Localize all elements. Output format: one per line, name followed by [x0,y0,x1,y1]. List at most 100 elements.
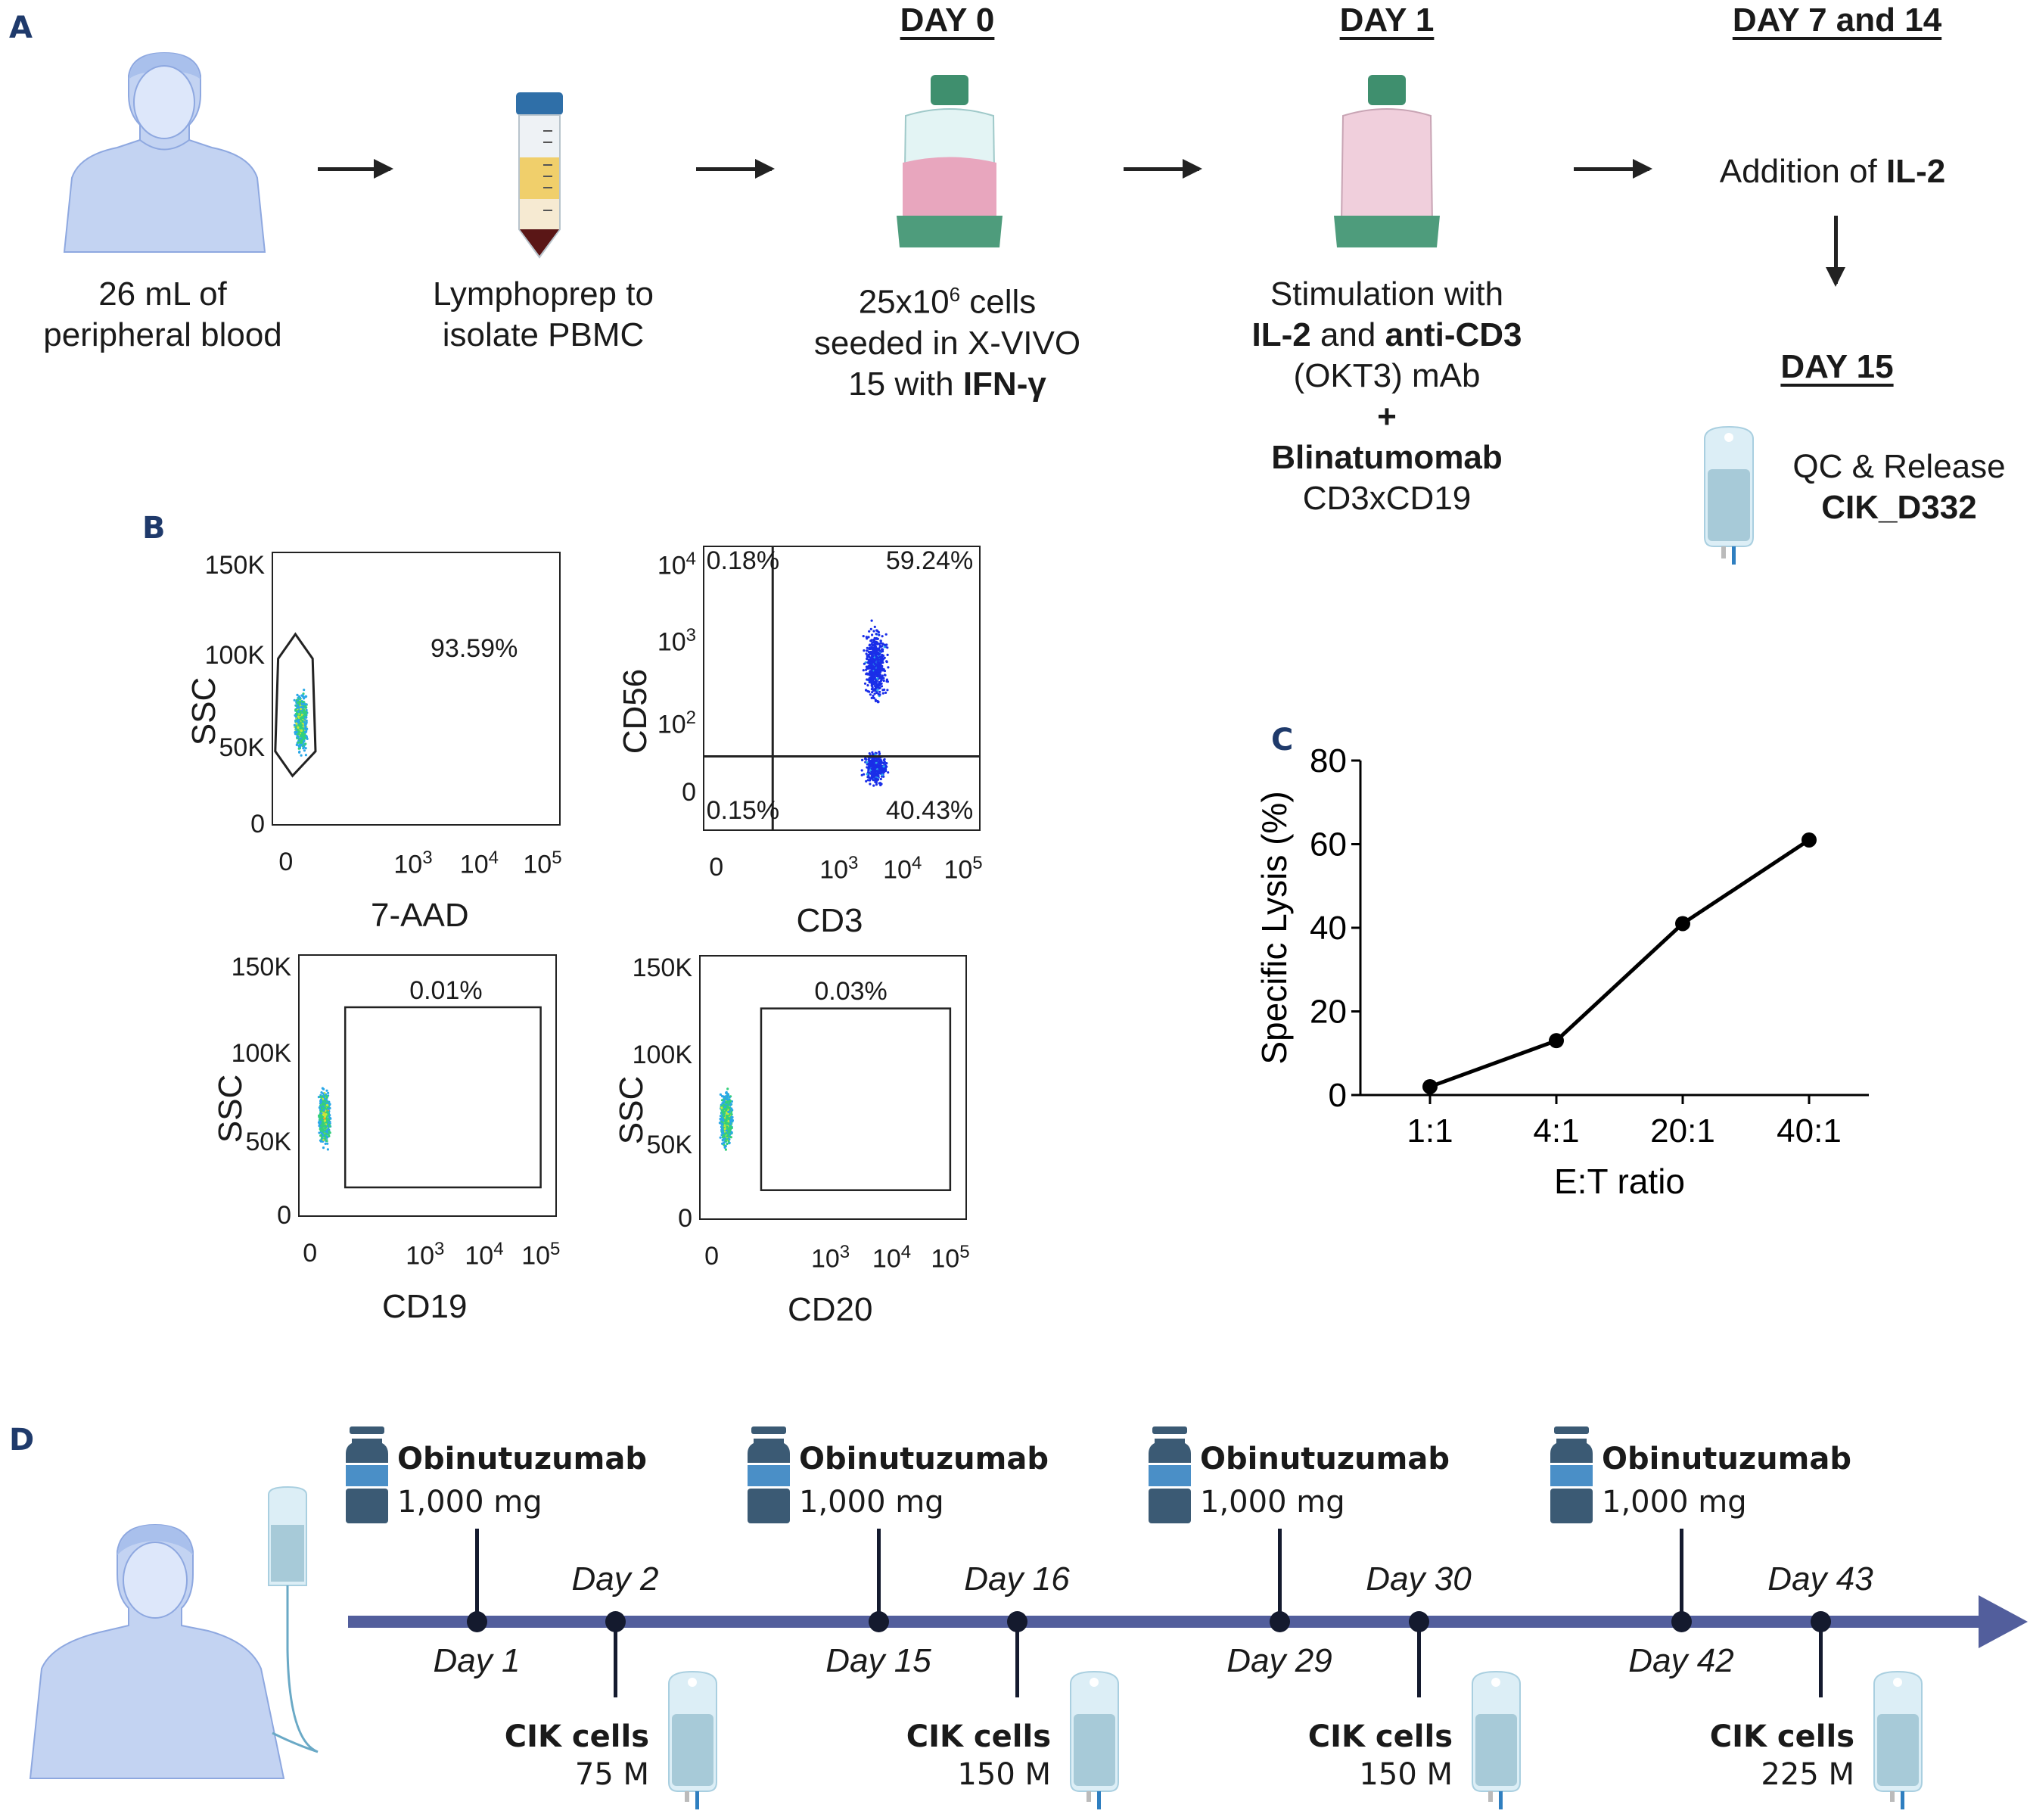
event-dot [729,1100,732,1103]
step-lymphoprep-line-2: isolate PBMC [442,316,645,353]
event-dot [885,660,888,663]
event-dot [863,682,867,685]
x-tick-exponent: 3 [848,853,859,873]
x-tick-exponent: 4 [900,1242,912,1262]
y-tick-label: 150K [205,551,265,580]
event-dot [298,724,301,727]
event-dot [866,773,869,776]
event-dot [303,733,306,736]
event-dot [327,1118,330,1121]
step-day1-line-2: IL-2 and anti-CD3 [1251,315,1522,356]
event-dot [878,649,881,652]
y-tick-label: 100K [232,1039,291,1069]
event-dot [872,779,875,782]
event-dot [869,772,872,775]
event-dot [723,1134,726,1137]
event-dot [319,1121,322,1124]
event-dot [882,775,885,778]
step-lymphoprep-text: Lymphoprep to isolate PBMC [433,274,654,356]
y-axis-label: SSC [185,677,222,746]
event-dot [872,694,875,697]
cik-event-stem [1819,1622,1823,1697]
event-dot [299,696,302,699]
event-dot [881,635,884,638]
event-dot [299,718,303,721]
event-dot [880,768,883,771]
y-tick-base: 150K [204,551,265,580]
event-dot [866,649,869,652]
y-tick-base: 100K [231,1039,291,1069]
event-dot [721,1128,724,1131]
event-dot [871,677,874,680]
event-dot [297,733,300,736]
event-dot [875,652,878,655]
event-dot [879,777,882,781]
event-dot [727,1140,730,1143]
x-axis-label: E:T ratio [1554,1162,1685,1196]
event-dot [887,666,890,669]
event-dot [297,721,300,724]
event-dot [871,753,875,756]
plot-frame [272,552,561,826]
event-dot [300,734,303,737]
event-dot [866,761,869,764]
event-dot [879,669,883,672]
event-dot [874,665,877,668]
step-day0-line-1: 25x106 cells [814,274,1080,323]
day1-anti-cd3: anti-CD3 [1385,316,1522,353]
x-tick-base: 0 [278,848,294,876]
event-dot [874,767,877,770]
event-dot [296,693,299,696]
event-dot [297,701,300,704]
y-tick-base: 100K [204,640,265,670]
panel-label-c: C [1271,723,1294,758]
event-dot [881,773,884,776]
event-dot [728,1118,731,1121]
event-dot [727,1110,730,1114]
event-dot [872,655,875,658]
event-dot [297,741,300,744]
event-dot [878,633,881,636]
event-dot [860,769,863,772]
x-tick-base: 10 [406,1241,435,1271]
event-dot [299,711,302,714]
event-dot [869,639,872,642]
event-dot [294,708,297,712]
event-dot [878,767,881,770]
event-dot [322,1128,325,1131]
drug-vial-icon [344,1426,390,1525]
step-day15-qc: QC & Release [1792,448,2006,485]
culture-flask-icon [897,75,1003,247]
event-dot [325,1140,328,1143]
event-dot [729,1122,732,1125]
y-tick-base: 100K [632,1041,692,1070]
event-dot [886,680,889,683]
step-day15-product: CIK_D332 [1821,489,1977,526]
event-dot [872,775,875,778]
event-dot [875,648,878,651]
event-dot [865,665,868,668]
cik-dose-label: 150 M [957,1757,1051,1792]
y-tick-base: 150K [231,953,291,982]
event-dot [866,657,869,660]
event-dot [872,784,875,787]
day-7-14-heading: DAY 7 and 14 [1732,2,1942,39]
event-dot [873,692,876,695]
data-point-20-1 [1675,916,1690,932]
data-point-4-1 [1549,1033,1564,1049]
viability-gate [274,632,317,778]
timeline-arrowhead [1979,1595,2028,1648]
event-dot [723,1143,726,1146]
x-tick-base: 10 [872,1244,901,1274]
panel-label-d: D [9,1423,35,1458]
event-dot [875,686,878,689]
panel-label-b: B [142,511,166,546]
event-dot [719,1093,722,1096]
event-dot [725,1129,728,1132]
gate-percentage: 40.43% [885,796,974,825]
cik-infusion-bag-icon [1468,1669,1525,1812]
x-tick-exponent: 5 [550,1239,561,1259]
event-dot [866,637,869,640]
x-tick-base: 10 [521,1241,551,1271]
arrow-right-3 [1124,159,1202,179]
